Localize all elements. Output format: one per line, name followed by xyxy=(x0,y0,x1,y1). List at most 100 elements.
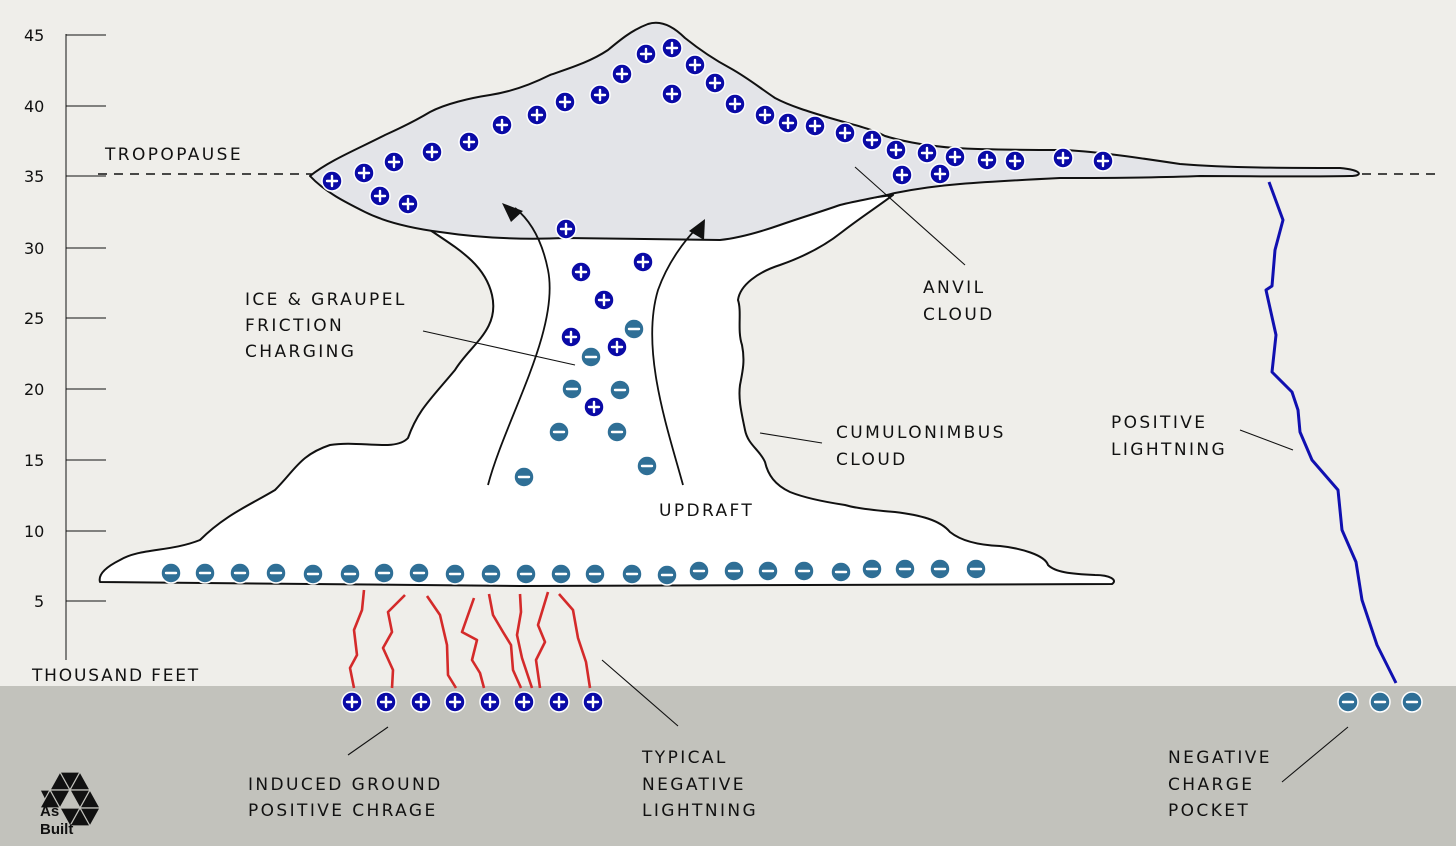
negative-charge-icon xyxy=(513,466,535,488)
friction-label-line: FRICTION xyxy=(245,316,344,336)
positive-charge-icon xyxy=(583,396,605,418)
positive-charge-icon xyxy=(944,146,966,168)
positive-charge-icon xyxy=(554,91,576,113)
negative-bolt xyxy=(460,597,486,689)
negative-charge-icon xyxy=(444,563,466,585)
negative-charge-icon xyxy=(830,561,852,583)
logo-hexagon-icon xyxy=(38,770,102,828)
positive-charge-icon xyxy=(383,151,405,173)
charges-layer xyxy=(160,37,1423,713)
induced-charge-label: INDUCED GROUND POSITIVE CHRAGE xyxy=(248,775,443,821)
negative-lightning-bolts xyxy=(348,589,592,689)
positive-charge-icon xyxy=(661,83,683,105)
positive-charge-icon xyxy=(321,170,343,192)
negative-charge-icon xyxy=(265,562,287,584)
leader-lines xyxy=(347,166,1349,783)
positive-charge-icon xyxy=(555,218,577,240)
negative-charge-icon xyxy=(373,562,395,584)
negative-charge-icon xyxy=(965,558,987,580)
positive-charge-icon xyxy=(548,691,570,713)
negative-charge-icon xyxy=(515,563,537,585)
positive-charge-icon xyxy=(341,691,363,713)
positive-charge-icon xyxy=(1052,147,1074,169)
negative-bolt xyxy=(558,593,592,689)
negative-charge-icon xyxy=(609,379,631,401)
positive-charge-icon xyxy=(353,162,375,184)
charge-pocket-label-line: NEGATIVE xyxy=(1168,748,1272,768)
cumulonimbus-label: CUMULONIMBUS CLOUD xyxy=(836,423,1006,470)
negative-charge-icon xyxy=(194,562,216,584)
altitude-axis xyxy=(65,34,106,660)
negative-charge-icon xyxy=(636,455,658,477)
induced-charge-label-line: INDUCED GROUND xyxy=(248,775,443,795)
positive-charge-icon xyxy=(1004,150,1026,172)
leader-negative-lightning xyxy=(601,659,679,727)
positive-charge-icon xyxy=(606,336,628,358)
positive-charge-icon xyxy=(635,43,657,65)
arrow-head-left xyxy=(502,203,523,222)
leader-cumulonimbus xyxy=(759,432,823,444)
positive-charge-icon xyxy=(410,691,432,713)
positive-charge-icon xyxy=(885,139,907,161)
negative-lightning-label-line: TYPICAL xyxy=(641,748,728,768)
positive-lightning-label: POSITIVE LIGHTNING xyxy=(1111,413,1227,460)
positive-charge-icon xyxy=(684,54,706,76)
positive-charge-icon xyxy=(754,104,776,126)
positive-lightning-label-line: POSITIVE xyxy=(1111,413,1207,433)
positive-charge-icon xyxy=(611,63,633,85)
tick-label-15: 15 xyxy=(24,451,44,470)
negative-charge-icon xyxy=(580,346,602,368)
anvil-label-line: CLOUD xyxy=(923,305,995,325)
negative-charge-icon xyxy=(656,564,678,586)
axis-unit-label: THOUSAND FEET xyxy=(31,666,200,686)
positive-charge-icon xyxy=(976,149,998,171)
positive-charge-icon xyxy=(513,691,535,713)
negative-charge-icon xyxy=(1401,691,1423,713)
negative-bolt xyxy=(381,594,406,689)
tick-label-10: 10 xyxy=(24,522,44,541)
positive-charge-icon xyxy=(777,112,799,134)
negative-charge-icon xyxy=(623,318,645,340)
negative-lightning-label-line: LIGHTNING xyxy=(642,801,758,821)
positive-charge-icon xyxy=(458,131,480,153)
friction-label-line: ICE & GRAUPEL xyxy=(245,290,407,310)
positive-lightning-label-line: LIGHTNING xyxy=(1111,440,1227,460)
tick-label-35: 35 xyxy=(24,167,44,186)
charge-pocket-label-line: POCKET xyxy=(1168,801,1250,821)
logo-text-line2: Built xyxy=(40,821,73,838)
negative-bolt xyxy=(348,589,366,689)
positive-charge-icon xyxy=(593,289,615,311)
induced-charge-label-line: POSITIVE CHRAGE xyxy=(248,801,438,821)
negative-bolt xyxy=(534,591,550,689)
negative-charge-icon xyxy=(1337,691,1359,713)
tick-label-5: 5 xyxy=(34,592,44,611)
positive-charge-icon xyxy=(804,115,826,137)
positive-charge-icon xyxy=(479,691,501,713)
positive-charge-icon xyxy=(369,185,391,207)
negative-charge-icon xyxy=(229,562,251,584)
negative-charge-icon xyxy=(894,558,916,580)
anvil-label: ANVIL CLOUD xyxy=(923,278,995,325)
negative-charge-icon xyxy=(548,421,570,443)
cumulonimbus-label-line: CUMULONIMBUS xyxy=(836,423,1006,443)
negative-lightning-label: TYPICAL NEGATIVE LIGHTNING xyxy=(641,748,758,821)
tick-label-25: 25 xyxy=(24,309,44,328)
negative-charge-icon xyxy=(929,558,951,580)
cumulonimbus-cloud xyxy=(98,194,1115,587)
negative-charge-icon xyxy=(302,563,324,585)
negative-bolt xyxy=(515,593,534,689)
charge-pocket-label: NEGATIVE CHARGE POCKET xyxy=(1168,748,1272,821)
positive-charge-icon xyxy=(724,93,746,115)
negative-charge-icon xyxy=(861,558,883,580)
negative-charge-icon xyxy=(584,563,606,585)
negative-bolt xyxy=(487,593,523,689)
positive-charge-icon xyxy=(570,261,592,283)
leader-pocket xyxy=(1281,726,1349,783)
negative-bolt xyxy=(425,595,458,689)
cumulonimbus-label-line: CLOUD xyxy=(836,450,908,470)
negative-charge-icon xyxy=(550,563,572,585)
updraft-arrows xyxy=(487,207,698,486)
ground xyxy=(0,686,1456,846)
friction-label: ICE & GRAUPEL FRICTION CHARGING xyxy=(245,290,407,362)
